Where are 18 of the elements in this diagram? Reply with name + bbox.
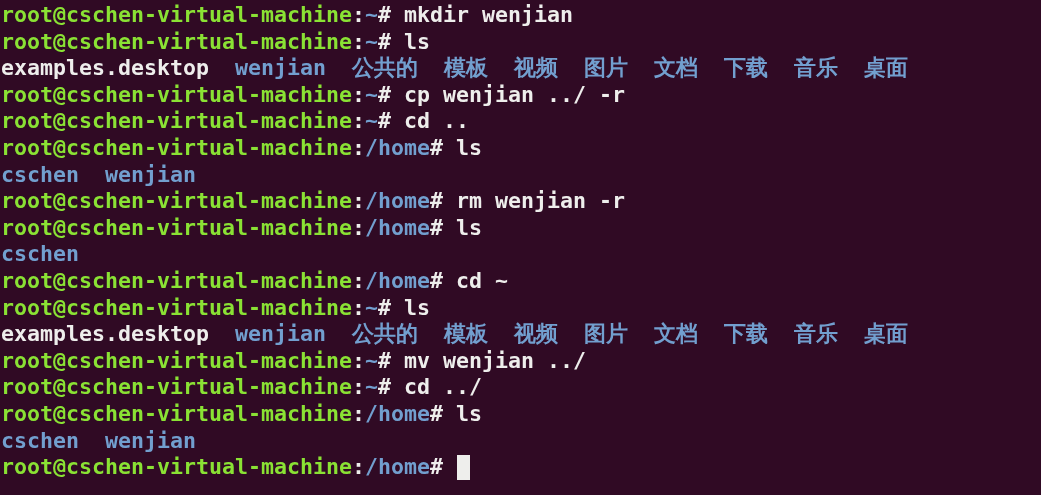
command-line: root@cschen-virtual-machine:/home# rm wenjian -r [1,188,626,215]
command-line: root@cschen-virtual-machine:~# ls [1,294,431,321]
output-line: cschen wenjian [1,427,197,454]
command-line: root@cschen-virtual-machine:/home# ls [1,135,483,161]
command-line: root@cschen-virtual-machine:/home# [1,454,444,481]
command-line: root@cschen-virtual-machine:~# ls [1,28,431,55]
command-line: root@cschen-virtual-machine:~# mkdir wenjian [1,2,574,28]
output-line: cschen [1,241,79,268]
command-line: root@cschen-virtual-machine:~# cd .. [1,108,470,135]
command-line: root@cschen-virtual-machine:/home# ls [1,214,483,241]
command-line: root@cschen-virtual-machine:~# cd ../ [1,374,483,401]
output-line: examples.desktop wenjian 公共的 模板 视频 图片 文档 下载 音乐 桌面 [1,321,909,348]
command-line: root@cschen-virtual-machine:~# mv wenjian ../ [1,347,587,374]
output-line: examples.desktop wenjian 公共的 模板 视频 图片 文档 下载 音乐 桌面 [1,55,909,82]
command-line: root@cschen-virtual-machine:/home# ls [1,401,483,427]
command-line: root@cschen-virtual-machine:~# cp wenjian ../ -r [1,81,626,108]
command-line: root@cschen-virtual-machine:/home# cd ~ [1,268,509,294]
output-line: cschen wenjian [1,161,197,188]
